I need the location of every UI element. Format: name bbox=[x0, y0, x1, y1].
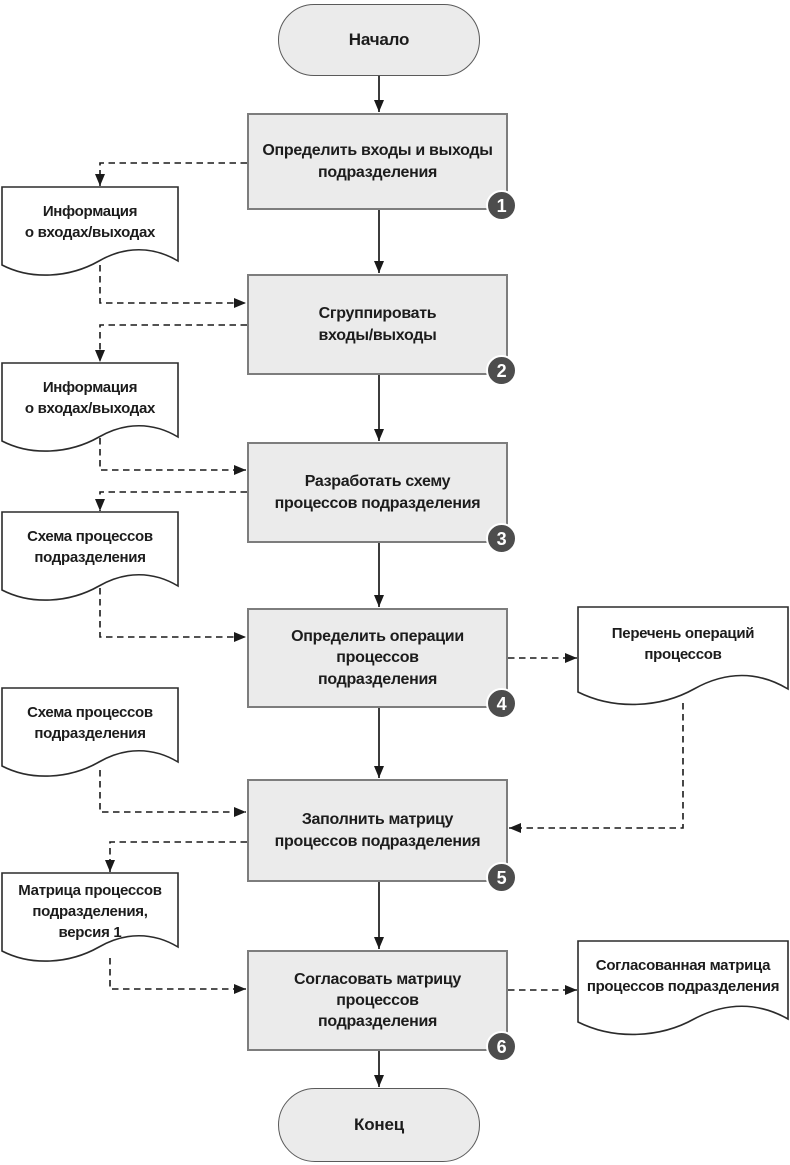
doc-connector-step3-in bbox=[99, 438, 246, 475]
end-label: Конец bbox=[354, 1115, 404, 1134]
doc-connector-step1-out bbox=[95, 162, 247, 186]
doc-connector-step5-in-left bbox=[99, 770, 246, 817]
step-number-badge-1: 1 bbox=[486, 190, 517, 221]
process-step-2-label: Сгруппировать входы/выходы bbox=[318, 305, 437, 344]
doc-process-schema-2: Схема процессов подразделения bbox=[27, 704, 153, 742]
doc-operations-list: Перечень операций процессов bbox=[611, 625, 755, 663]
end-node: Конец bbox=[278, 1088, 480, 1162]
document-shape-approved-matrix bbox=[577, 940, 789, 1036]
step-number-badge-5: 5 bbox=[486, 862, 517, 893]
doc-connector-step6-in bbox=[109, 958, 246, 994]
doc-info-io-2: Информация о входах/выходах bbox=[24, 379, 156, 417]
document-shape-matrix-v1 bbox=[1, 872, 179, 962]
doc-connector-step2-in bbox=[99, 265, 246, 308]
document-shape-operations-list bbox=[577, 606, 789, 706]
document-shape-info-io-1 bbox=[1, 186, 179, 276]
doc-approved-matrix: Согласованная матрица процессов подразде… bbox=[586, 957, 780, 995]
process-step-6: Согласовать матрицу процессов подразделе… bbox=[247, 950, 517, 1062]
doc-connector-step4-in bbox=[99, 588, 246, 642]
process-step-6-label: Согласовать матрицу процессов подразделе… bbox=[294, 970, 461, 1031]
doc-connector-step2-out bbox=[95, 324, 247, 362]
process-step-5: Заполнить матрицу процессов подразделени… bbox=[247, 779, 517, 893]
document-shape-process-schema-2 bbox=[1, 687, 179, 777]
doc-connector-step5-in-right bbox=[509, 703, 684, 833]
process-step-1: Определить входы и выходы подразделения … bbox=[247, 113, 517, 221]
doc-connector-step3-out bbox=[95, 491, 247, 511]
step-number-badge-4: 4 bbox=[486, 688, 517, 719]
process-step-4-label: Определить операции процессов подразделе… bbox=[291, 628, 464, 688]
doc-process-schema-1: Схема процессов подразделения bbox=[27, 528, 153, 566]
step-number-badge-6: 6 bbox=[486, 1031, 517, 1062]
step-number-badge-2: 2 bbox=[486, 355, 517, 386]
step-number-badge-3: 3 bbox=[486, 523, 517, 554]
document-shape-info-io-2 bbox=[1, 362, 179, 452]
start-label: Начало bbox=[348, 30, 410, 49]
document-shape-process-schema-1 bbox=[1, 511, 179, 601]
doc-matrix-v1: Матрица процессов подразделения, версия … bbox=[18, 881, 162, 941]
start-node: Начало bbox=[278, 4, 480, 76]
process-step-4: Определить операции процессов подразделе… bbox=[247, 608, 517, 719]
process-step-2: Сгруппировать входы/выходы 2 bbox=[247, 274, 517, 386]
doc-connector-step5-out bbox=[105, 841, 247, 872]
doc-info-io-1: Информация о входах/выходах bbox=[24, 203, 156, 241]
process-step-1-label: Определить входы и выходы подразделения bbox=[262, 142, 493, 181]
process-step-3: Разработать схему процессов подразделени… bbox=[247, 442, 517, 554]
process-step-5-label: Заполнить матрицу процессов подразделени… bbox=[274, 811, 481, 850]
process-step-3-label: Разработать схему процессов подразделени… bbox=[274, 473, 481, 512]
